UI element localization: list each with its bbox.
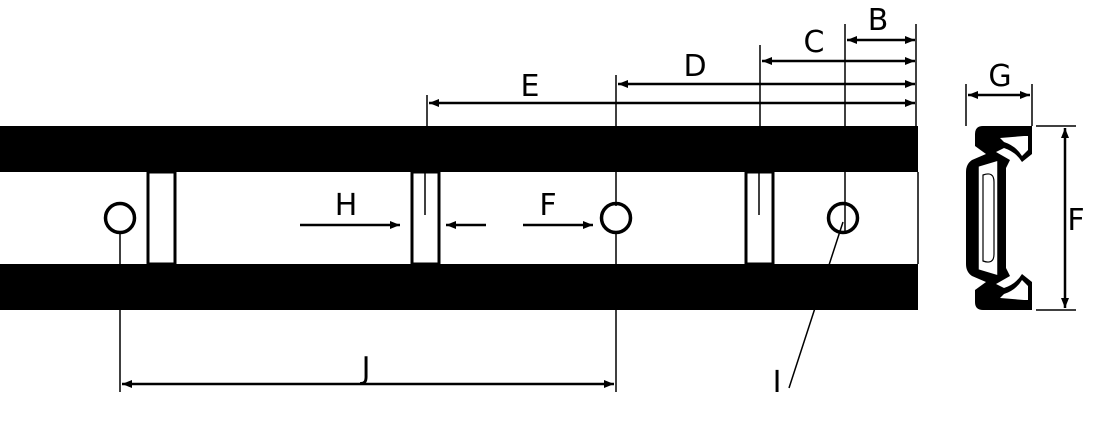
rail-cross-section — [966, 126, 1032, 310]
rail-side-view — [0, 126, 919, 310]
label-I: I — [773, 365, 782, 400]
dimension-G: G — [965, 59, 1033, 126]
label-C: C — [804, 25, 825, 60]
leader-I: I — [773, 221, 844, 400]
label-G: G — [988, 59, 1011, 94]
dimension-F-hole: F — [523, 188, 593, 229]
dimension-B: B — [847, 3, 915, 44]
label-E: E — [521, 69, 540, 104]
profile-inner-ball — [982, 173, 995, 263]
dimension-J: J — [122, 351, 614, 388]
label-H: H — [335, 188, 358, 223]
mounting-hole-right — [826, 201, 860, 235]
label-F-hole: F — [539, 188, 556, 223]
ball-retainer-left — [146, 170, 177, 266]
mounting-hole-left — [103, 201, 137, 235]
label-B: B — [868, 3, 889, 38]
label-D: D — [683, 49, 706, 84]
dimension-D: D — [618, 49, 915, 88]
extension-lines — [119, 24, 917, 392]
rail-bottom-flange — [0, 264, 918, 310]
rail-top-flange — [0, 126, 918, 172]
dimension-C: C — [762, 25, 915, 65]
dimension-E: E — [429, 69, 915, 107]
dimension-H: H — [300, 188, 486, 229]
label-J: J — [360, 351, 371, 386]
mounting-hole-center — [599, 201, 633, 235]
label-F-height: F — [1067, 203, 1084, 238]
dimension-F-height: F — [1036, 125, 1085, 311]
